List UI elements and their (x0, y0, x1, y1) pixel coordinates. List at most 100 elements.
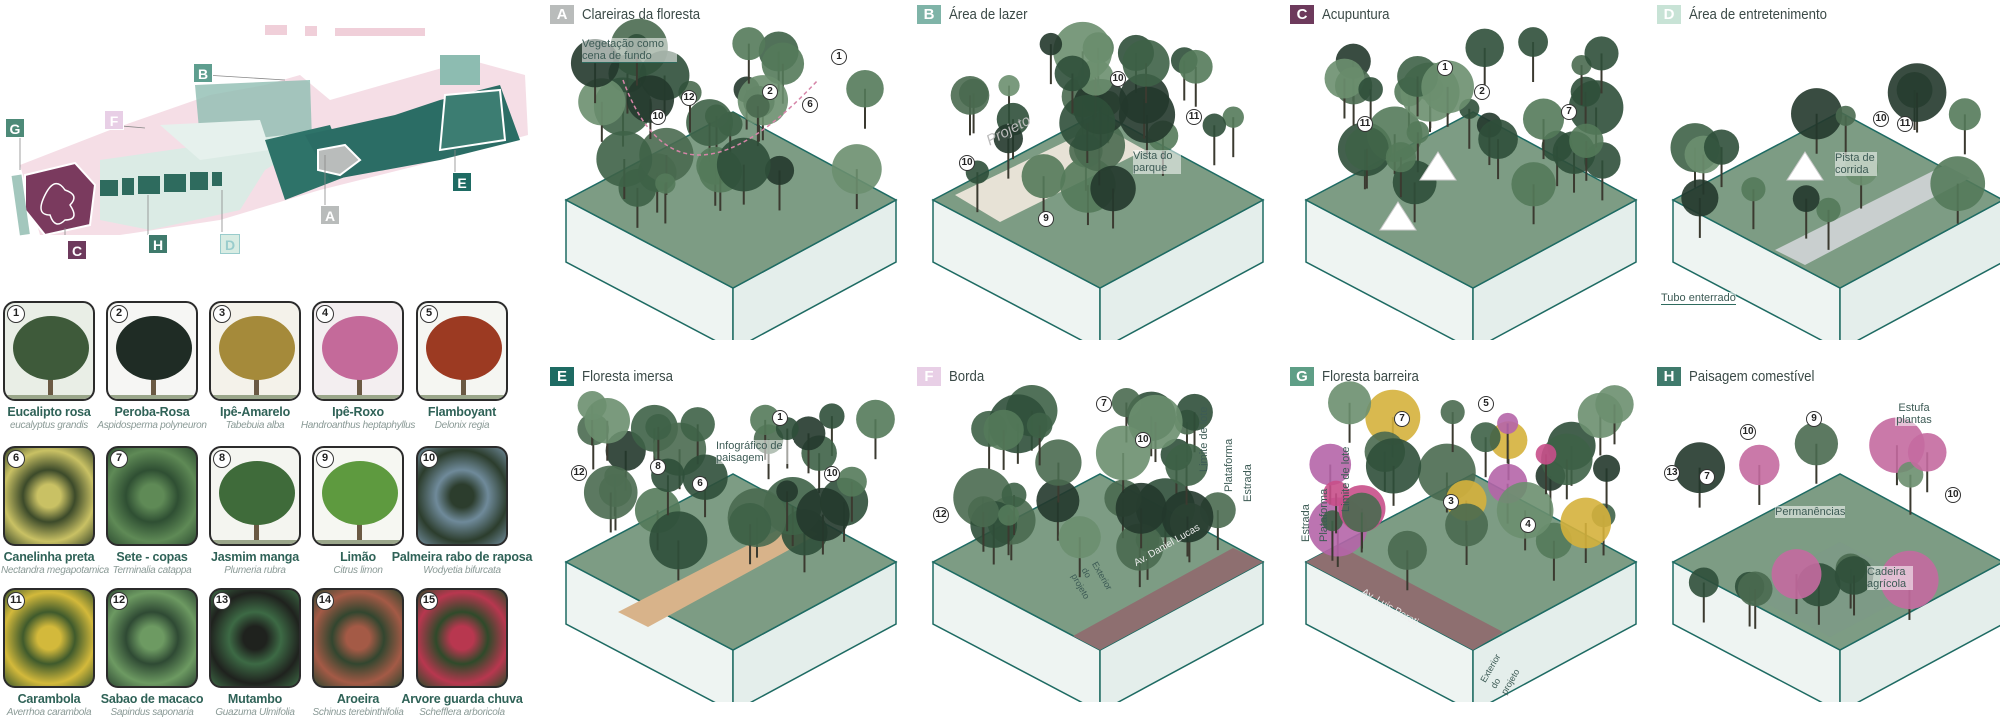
panel-title: Paisagem comestível (1689, 368, 1815, 385)
tree-canopy (1321, 510, 1343, 532)
species-marker: 6 (692, 476, 708, 492)
tree-canopy (1176, 393, 1213, 431)
species-common-name: Carambola (17, 692, 81, 706)
species-marker: 1 (831, 49, 847, 65)
species-photo-10: 10 (416, 446, 508, 546)
species-common-name: Peroba-Rosa (114, 405, 190, 419)
species-number: 5 (420, 305, 438, 323)
map-label-h[interactable]: H (148, 234, 168, 254)
block-diagram (564, 390, 898, 702)
tree-canopy (1165, 443, 1208, 487)
tree-canopy (776, 480, 798, 503)
tree-canopy (1385, 142, 1416, 173)
tree-canopy (1535, 443, 1557, 465)
species-marker: 2 (762, 84, 778, 100)
tree-canopy (1835, 105, 1856, 126)
species-scientific-name: Schefflera arboricola (419, 707, 505, 718)
tree-canopy (645, 413, 672, 440)
species-number: 10 (420, 450, 438, 468)
annotation: Tubo enterrado (1661, 292, 1736, 305)
block-diagram (1304, 381, 1638, 702)
map-label-a[interactable]: A (320, 205, 340, 225)
species-photo-1: 1 (3, 301, 95, 401)
tree-canopy (1119, 73, 1170, 124)
species-number: 7 (110, 450, 128, 468)
species-marker: 10 (1740, 424, 1756, 440)
tree-canopy (836, 466, 867, 497)
view-arc (622, 79, 819, 156)
species-scientific-name: eucalyptus grandis (10, 420, 88, 431)
map-label-c[interactable]: C (67, 240, 87, 260)
annotation: Pista de corrida (1835, 152, 1877, 176)
tree-canopy (1907, 432, 1947, 472)
panel-tag: B (917, 5, 941, 24)
tree-canopy (1035, 439, 1082, 486)
block-diagram (1304, 27, 1638, 340)
species-marker: 7 (1699, 469, 1715, 485)
species-photo-8: 8 (209, 446, 301, 546)
tree-canopy (1569, 123, 1604, 158)
tree-canopy (791, 416, 826, 451)
map-label-g[interactable]: G (5, 118, 25, 138)
species-marker: 10 (1135, 432, 1151, 448)
tree-canopy (1465, 28, 1504, 68)
tree-canopy (993, 123, 1023, 154)
map-label-e[interactable]: E (452, 172, 472, 192)
tree-canopy (1365, 438, 1422, 494)
annotation: Limite de lote (1340, 446, 1352, 512)
species-photo-2: 2 (106, 301, 198, 401)
tent-icon (1419, 151, 1457, 181)
species-scientific-name: Delonix regia (434, 420, 490, 431)
species-marker: 7 (1561, 104, 1577, 120)
tree-canopy (846, 69, 884, 108)
tree-canopy (998, 504, 1020, 526)
tree-canopy (732, 27, 766, 61)
path-strip (618, 522, 818, 627)
panel-title: Floresta barreira (1322, 368, 1419, 385)
tree-canopy (1059, 94, 1116, 152)
tree-canopy (578, 78, 626, 126)
species-photo-7: 7 (106, 446, 198, 546)
tree-canopy (1324, 58, 1365, 99)
species-marker: 3 (1443, 494, 1459, 510)
species-photo-11: 11 (3, 588, 95, 688)
annotation: Estrada (1300, 504, 1312, 542)
species-common-name: Flamboyant (427, 405, 497, 419)
species-common-name: Sete - copas (116, 550, 188, 564)
species-marker: 5 (1478, 396, 1494, 412)
species-photo-4: 4 (312, 301, 404, 401)
tree-canopy (856, 399, 895, 439)
species-common-name: Arvore guarda chuva (401, 692, 523, 706)
map-label-d[interactable]: D (220, 234, 240, 254)
tree-canopy (1387, 530, 1427, 570)
species-marker: 2 (1474, 84, 1490, 100)
tree-canopy (716, 137, 771, 192)
ground-surface (1671, 111, 2000, 289)
map-label-f[interactable]: F (104, 110, 124, 130)
tree-canopy (584, 398, 631, 444)
map-label-b[interactable]: B (193, 63, 213, 83)
species-photo-12: 12 (106, 588, 198, 688)
panel-tag: A (550, 5, 574, 24)
species-photo-13: 13 (209, 588, 301, 688)
species-photo-15: 15 (416, 588, 508, 688)
species-marker: 11 (1897, 116, 1913, 132)
tree-canopy (680, 407, 715, 442)
species-scientific-name: Tabebuia alba (225, 420, 285, 431)
species-marker: 9 (1806, 411, 1822, 427)
tree-canopy (1345, 126, 1389, 171)
tree-canopy (1792, 185, 1820, 213)
panel-title: Clareiras da floresta (582, 6, 701, 23)
species-common-name: Ipê-Roxo (332, 405, 384, 419)
species-scientific-name: Aspidosperma polyneuron (97, 420, 207, 431)
species-marker: 10 (1945, 487, 1961, 503)
tree-canopy (1518, 27, 1548, 57)
species-marker: 10 (1110, 71, 1126, 87)
tree-canopy (1116, 523, 1164, 571)
annotation: Cadeira agrícola (1867, 566, 1913, 590)
species-marker: 4 (1520, 517, 1536, 533)
panel-title: Borda (949, 368, 985, 385)
tree-canopy (655, 173, 676, 194)
